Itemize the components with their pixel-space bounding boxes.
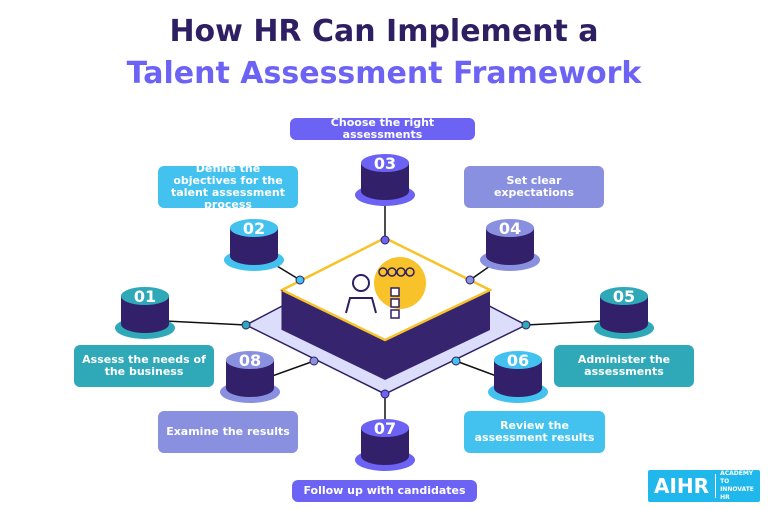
cylinder-top [226,351,274,369]
checklist-box [390,287,400,297]
logo-tagline-1: ACADEMY TO [720,470,754,485]
title-line-2: Talent Assessment Framework [126,56,642,91]
step-label-05: Administer the assessments [554,345,694,387]
team-member [378,267,388,277]
cylinder-body [361,428,409,465]
connector-dot [380,235,390,245]
cylinder-body [486,228,534,265]
step-number: 05 [613,287,635,306]
cylinder-body [121,296,169,333]
step-label-02: Define the objectives for the talent ass… [158,163,298,211]
cylinder-body [226,360,274,397]
icon-yellow-circle [374,257,426,309]
cylinder-body [361,163,409,200]
cylinder-top [494,351,542,369]
cylinder-top [486,219,534,237]
title-line-1: How HR Can Implement a [169,14,599,49]
step-label-08: Examine the results [158,411,298,453]
logo-name: AIHR [648,474,717,498]
cylinder-top [600,287,648,305]
step-label-03: Choose the right assessments [290,117,475,141]
cylinder-top [361,154,409,172]
team-member [405,267,415,277]
connector-dot [309,356,319,366]
connector-dot [241,320,251,330]
step-number: 07 [374,419,396,438]
cylinder-body [494,360,542,397]
cylinder-top [361,419,409,437]
cylinder-top [121,287,169,305]
step-number: 08 [239,351,261,370]
cylinder-body [230,228,278,265]
team-member [396,267,406,277]
step-label-01: Assess the needs of the business [74,345,214,387]
step-label-07: Follow up with candidates [292,480,477,502]
connector-dot [465,275,475,285]
hr-manager-icon [345,257,426,319]
connector-dot [521,320,531,330]
checklist-box [390,309,400,319]
step-number: 06 [507,351,529,370]
cylinder-body [600,296,648,333]
logo-tagline-2: INNOVATE HR [720,486,754,501]
cylinder-top [230,219,278,237]
connector-dot [380,389,390,399]
connector-dot [451,356,461,366]
checklist-box [390,298,400,308]
person-head [352,274,370,292]
person-body [345,297,377,314]
step-label-06: Review the assessment results [464,411,605,453]
step-number: 03 [374,154,396,173]
step-number: 01 [134,287,156,306]
step-number: 04 [499,219,521,238]
connector-dot [295,275,305,285]
team-member [387,267,397,277]
step-number: 02 [243,219,265,238]
step-label-04: Set clear expectations [464,166,604,208]
